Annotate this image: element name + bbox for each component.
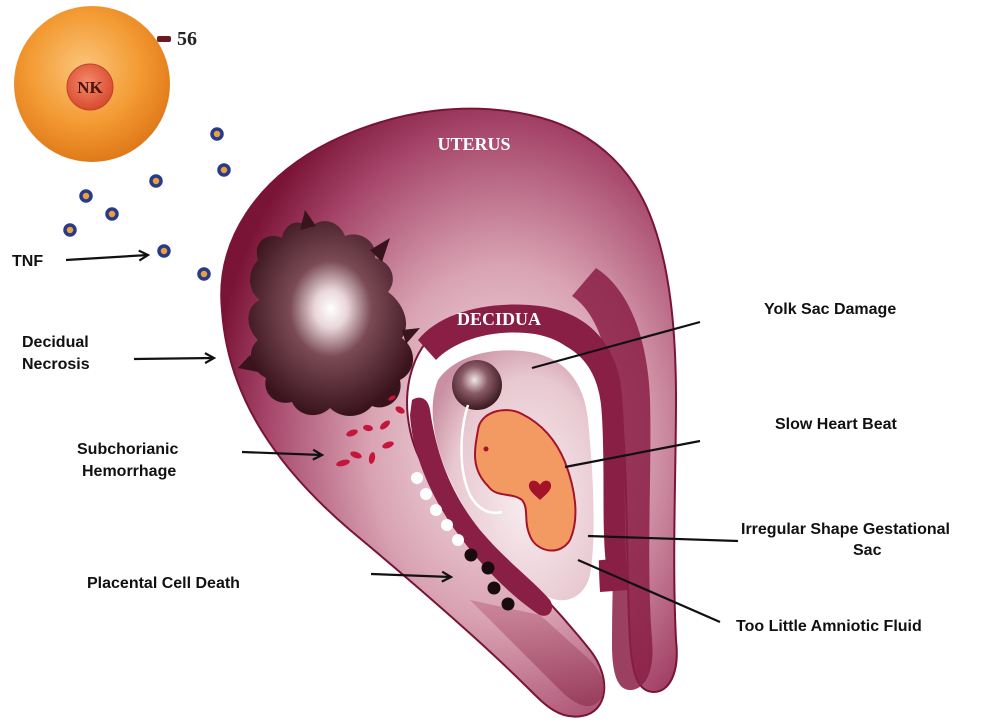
hemorrhage-label-line1: Subchorianic xyxy=(77,440,178,459)
decidua-label: DECIDUA xyxy=(457,309,541,329)
tnf-dot xyxy=(159,246,169,256)
placental-cell-dead xyxy=(465,549,478,562)
tnf-dot xyxy=(81,191,91,201)
tnf-dot xyxy=(199,269,209,279)
placental-cell-alive xyxy=(441,519,453,531)
placental-cell-alive xyxy=(452,534,464,546)
tnf-label: TNF xyxy=(12,252,43,271)
tnf-dot xyxy=(107,209,117,219)
nk-label: NK xyxy=(77,78,103,97)
tnf-dot xyxy=(151,176,161,186)
placental-cell-alive xyxy=(420,488,432,500)
placental-cell-dead xyxy=(488,582,501,595)
placental-cell-dead xyxy=(502,598,515,611)
yolk-sac-damage-label: Yolk Sac Damage xyxy=(764,300,896,319)
placental-cell-alive xyxy=(411,472,423,484)
cd56-receptor xyxy=(157,36,171,42)
decidual-necrosis-label-line1: Decidual xyxy=(22,333,89,352)
embryo-eye xyxy=(484,447,489,452)
cd56-label: 56 xyxy=(177,28,197,50)
tnf-dot xyxy=(219,165,229,175)
slow-heart-beat-label: Slow Heart Beat xyxy=(775,415,897,434)
yolk-sac xyxy=(452,360,502,410)
tnf-dot xyxy=(65,225,75,235)
tnf-dot xyxy=(212,129,222,139)
placental-cell-death-label: Placental Cell Death xyxy=(87,574,240,593)
placental-cell-dead xyxy=(482,562,495,575)
tnf-arrow xyxy=(66,255,148,260)
placental-cell-alive xyxy=(430,504,442,516)
necrosis-arrow xyxy=(134,358,214,359)
gestational-sac-label-line2: Sac xyxy=(853,541,881,560)
gestational-sac-label-line1: Irregular Shape Gestational xyxy=(741,520,950,539)
amniotic-fluid-label: Too Little Amniotic Fluid xyxy=(736,617,922,636)
hemorrhage-label-line2: Hemorrhage xyxy=(82,462,176,481)
decidual-necrosis-label-line2: Necrosis xyxy=(22,355,90,374)
uterus-label: UTERUS xyxy=(437,134,510,154)
uterus xyxy=(221,109,677,717)
